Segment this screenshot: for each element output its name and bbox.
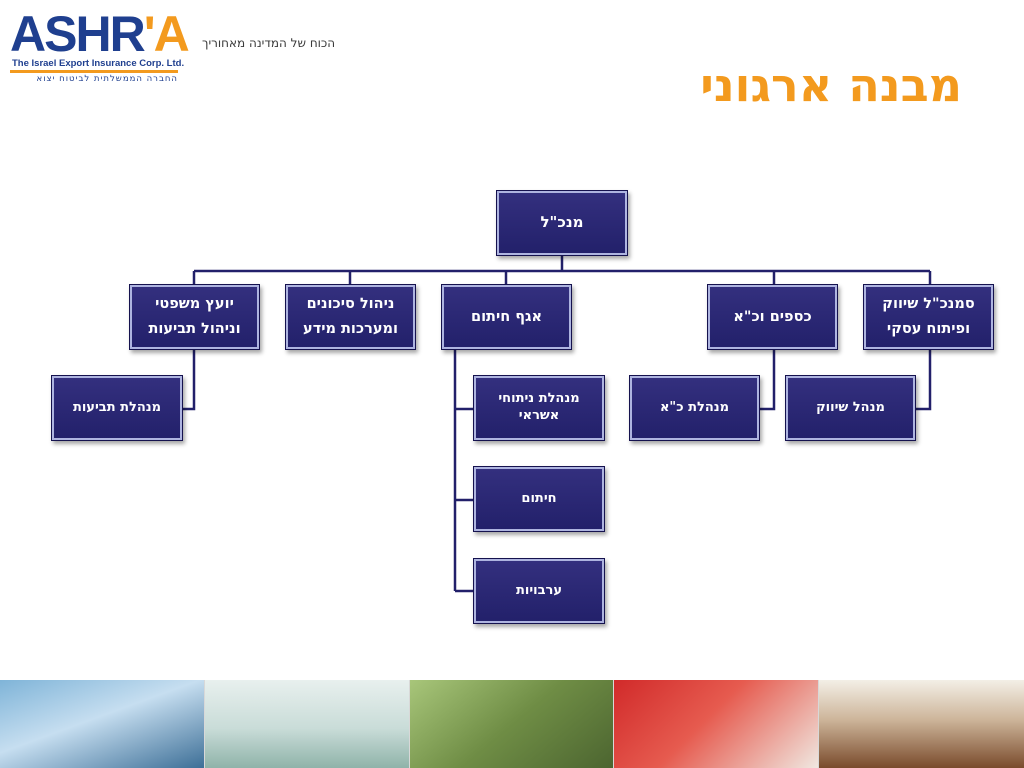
horse-racing-photo [819,680,1024,768]
node-guarantees: ערבויות [473,558,605,624]
node-legal-counsel-line2: וניהול תביעות [148,321,241,337]
cycling-photo [409,680,615,768]
logo-wordmark: ASHR'A [10,6,190,62]
node-hr-manager: מנהלת כ"א [629,375,760,441]
connector-claims-manager [182,350,196,411]
node-credit-analysis-line1: מנהלת ניתוחי [498,391,580,407]
node-deputy-marketing-line2: ופיתוח עסקי [886,321,971,337]
company-logo: ASHR'A The Israel Export Insurance Corp.… [10,6,190,86]
page-title: מבנה ארגוני [700,58,962,112]
node-claims-manager-label: מנהלת תביעות [72,399,162,415]
node-credit-analysis-line2: אשראי [518,408,560,423]
connector-hr-manager [759,350,776,411]
node-finance-hr: כספים וכ"א [707,284,838,350]
org-chart-connectors [182,256,932,593]
speed-skating-photo [204,680,410,768]
windsurfing-photo [0,680,205,768]
node-underwriting-division: אגף חיתום [441,284,572,350]
node-ceo: מנכ"ל [496,190,628,256]
node-risk-management: ניהול סיכונים ומערכות מידע [285,284,416,350]
node-underwriting-unit-label: חיתום [521,490,557,506]
node-claims-manager: מנהלת תביעות [51,375,183,441]
node-legal-counsel-line1: יועץ משפטי [155,296,234,313]
node-ceo-label: מנכ"ל [540,213,584,232]
logo-hebrew-name: החברה הממשלתית לביטוח יצוא [36,74,178,84]
node-marketing-manager: מנהל שיווק [785,375,916,441]
node-risk-management-line2: ומערכות מידע [303,321,398,337]
node-legal-counsel: יועץ משפטי וניהול תביעות [129,284,260,350]
node-risk-management-line1: ניהול סיכונים [306,296,395,313]
node-deputy-marketing-line1: סמנכ"ל שיווק [882,296,975,313]
connector-marketing-manager [914,350,932,411]
node-marketing-manager-label: מנהל שיווק [816,399,885,415]
photo-strip [0,680,1024,768]
logo-english-name: The Israel Export Insurance Corp. Ltd. [12,58,185,69]
logo-divider [10,70,178,73]
node-finance-hr-label: כספים וכ"א [733,308,812,325]
node-underwriting-division-label: אגף חיתום [470,308,543,325]
node-credit-analysis-manager: מנהלת ניתוחי אשראי [473,375,605,441]
org-chart: מנכ"ל סמנכ"ל שיווק ופיתוח עסקי כספים וכ"… [51,190,994,624]
node-hr-manager-label: מנהלת כ"א [659,399,730,415]
node-underwriting-unit: חיתום [473,466,605,532]
tagline: הכוח של המדינה מאחוריך [202,36,336,50]
node-deputy-marketing: סמנכ"ל שיווק ופיתוח עסקי [863,284,994,350]
node-guarantees-label: ערבויות [515,582,563,598]
skiing-photo [614,680,820,768]
